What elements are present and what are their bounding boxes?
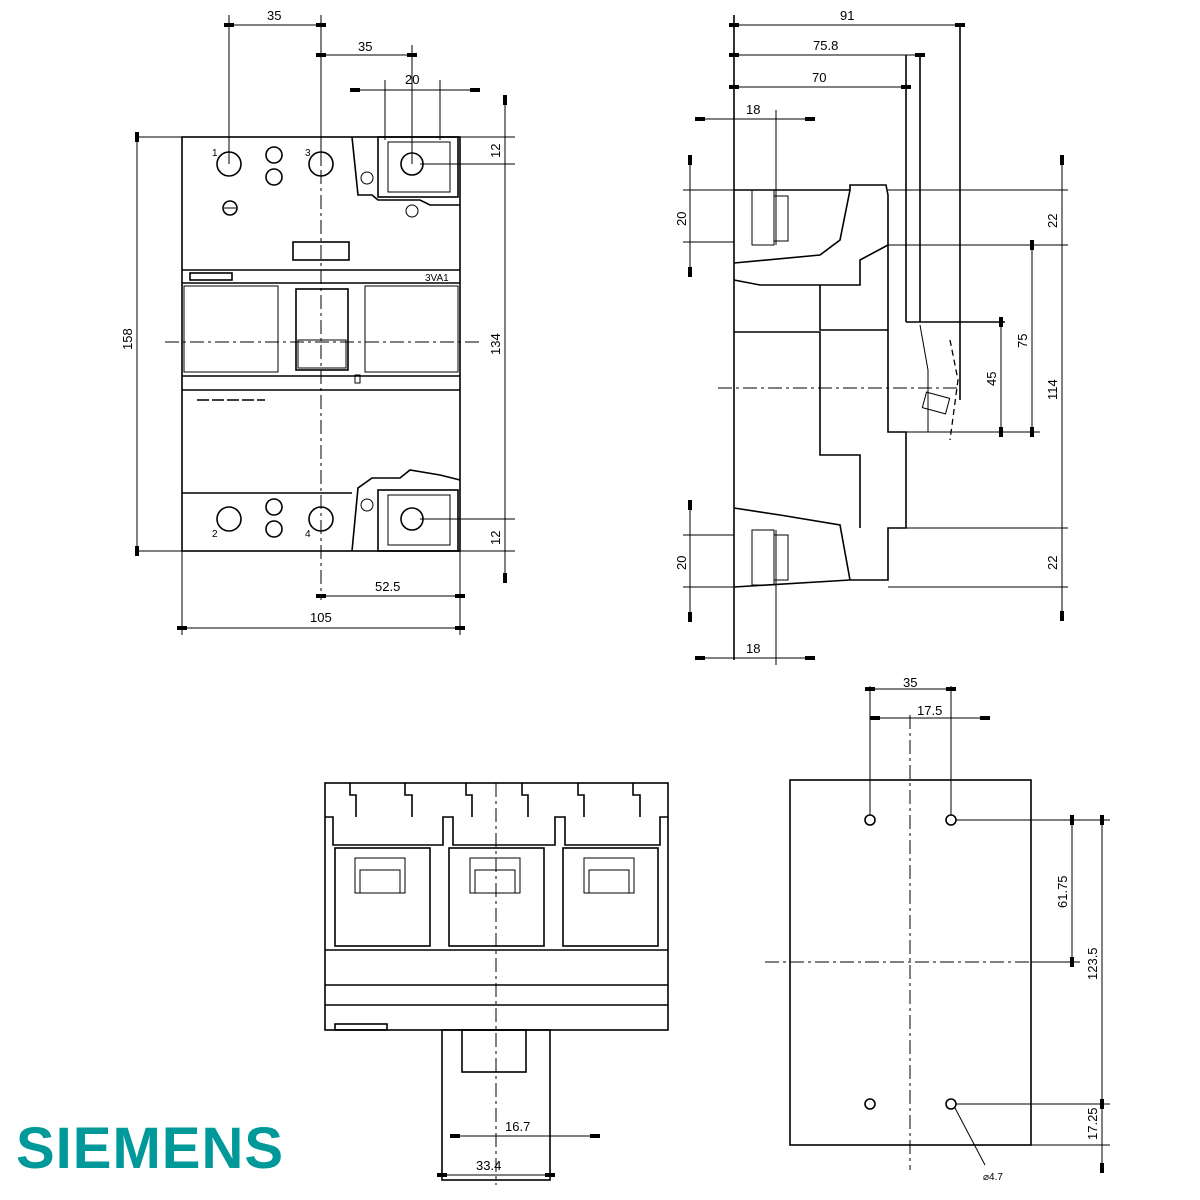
dim-hole-diameter: ⌀4.7: [983, 1172, 1003, 1183]
dim-half-foot: 16.7: [505, 1119, 530, 1134]
terminal-label-3: 3: [305, 148, 311, 159]
dim-height-mount: 134: [488, 333, 503, 355]
dim-handle-75: 75: [1015, 334, 1030, 348]
dim-terminal-bottom-18: 18: [746, 641, 760, 656]
dim-depth-70: 70: [812, 70, 826, 85]
dim-pole-pitch-1: 35: [267, 8, 281, 23]
dim-terminal-bottom-20: 20: [674, 556, 689, 570]
dim-top-terminal: 12: [488, 144, 503, 158]
dim-hole-height: 123.5: [1085, 947, 1100, 980]
side-view: 91 75.8 70 18 20 22 114 22 75 45 20 18: [674, 8, 1068, 665]
mounting-view: 35 17.5 61.75 123.5 17.25 ⌀4.7: [765, 675, 1110, 1183]
dim-height-total: 158: [120, 328, 135, 350]
dim-half-height: 61.75: [1055, 875, 1070, 908]
dim-foot: 33.4: [476, 1158, 501, 1173]
terminal-label-1: 1: [212, 148, 218, 159]
dim-terminal-top-18: 18: [746, 102, 760, 117]
dim-bottom-offset: 17.25: [1085, 1107, 1100, 1140]
dim-terminal-width: 20: [405, 72, 419, 87]
dim-depth-75-8: 75.8: [813, 38, 838, 53]
dim-hole-spacing: 35: [903, 675, 917, 690]
dim-terminal-top-20: 20: [674, 212, 689, 226]
rating-label: 3VA1: [425, 273, 449, 284]
dim-top-22: 22: [1045, 214, 1060, 228]
terminal-label-4: 4: [305, 529, 311, 540]
dim-width: 105: [310, 610, 332, 625]
dim-pole-pitch-2: 35: [358, 39, 372, 54]
dim-handle-45: 45: [984, 372, 999, 386]
siemens-logo: SIEMENS: [16, 1116, 285, 1181]
dim-bottom-terminal: 12: [488, 531, 503, 545]
dim-offset: 52.5: [375, 579, 400, 594]
dim-bottom-22: 22: [1045, 556, 1060, 570]
front-view: 1 3 3VA1 2 4 35 35 20 158 134 12 12 52.5…: [120, 8, 515, 635]
dim-center-offset: 17.5: [917, 703, 942, 718]
bottom-view: 16.7 33.4: [324, 782, 669, 1185]
dim-depth-91: 91: [840, 8, 854, 23]
terminal-label-2: 2: [212, 529, 218, 540]
dim-body-114: 114: [1045, 379, 1060, 400]
